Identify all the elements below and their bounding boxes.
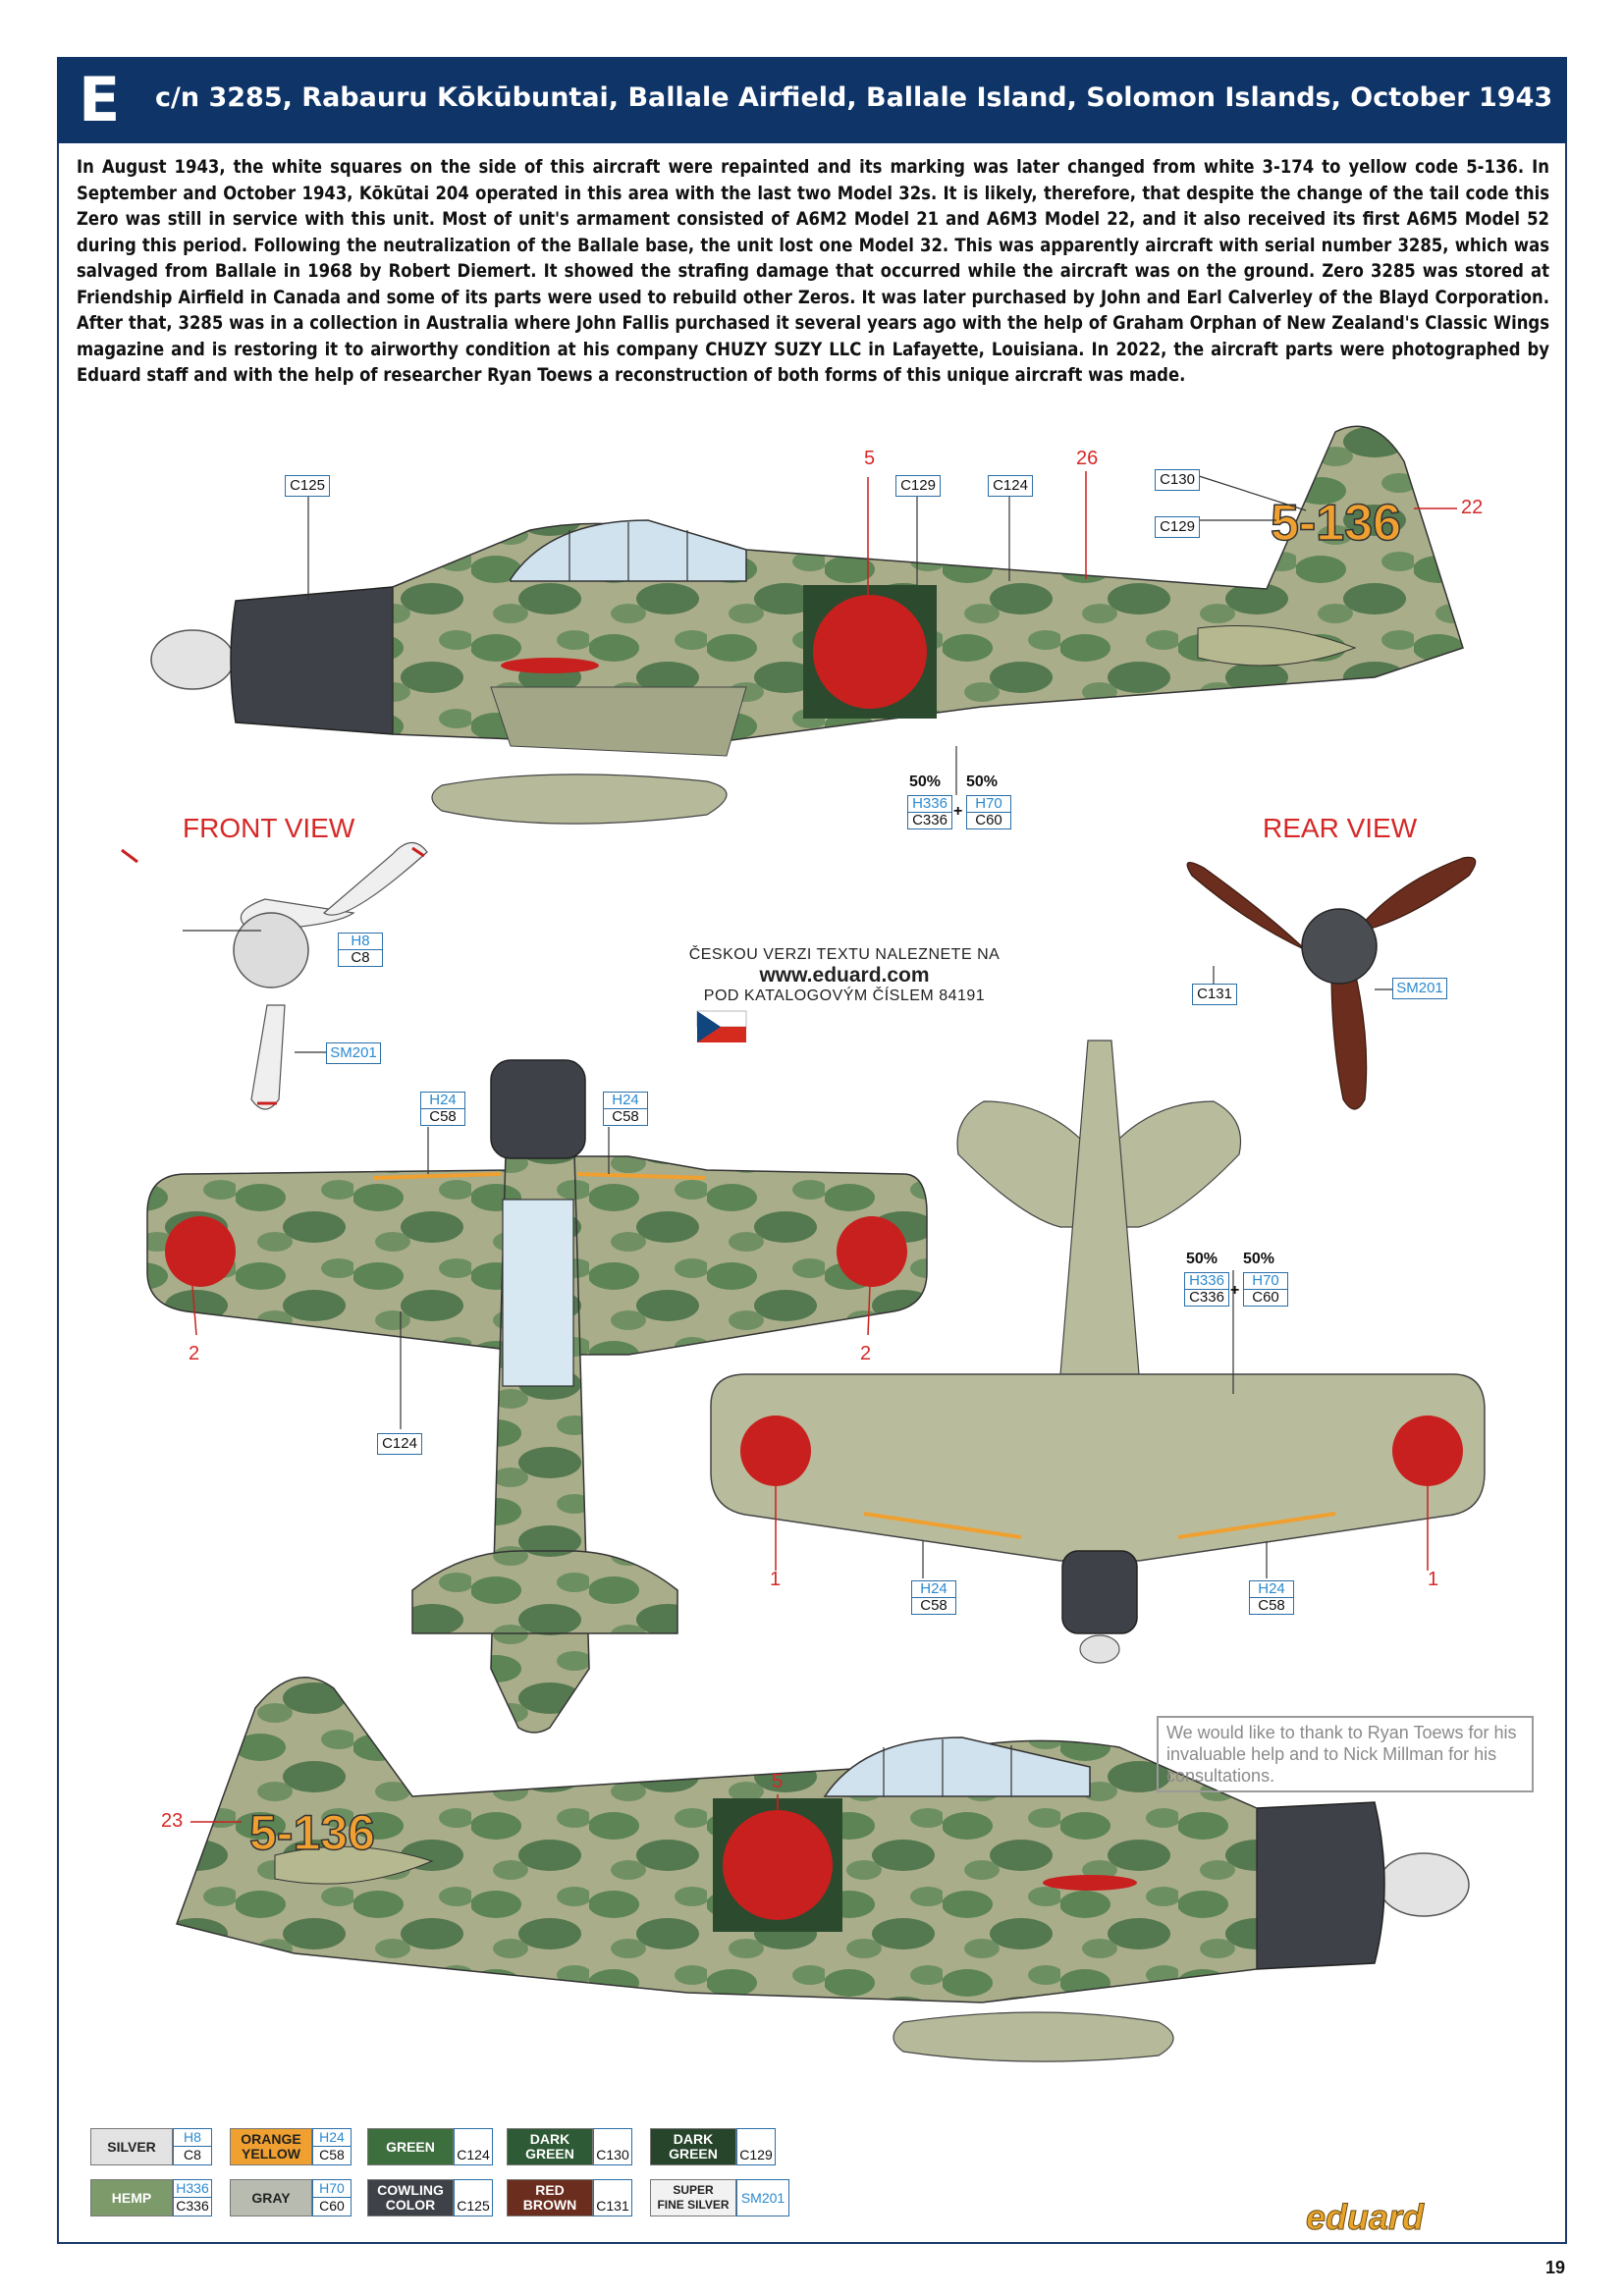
stencil-number-26: 26 [1076,448,1099,469]
stencil-number-23: 23 [161,1810,184,1832]
profile-letter: E [79,64,121,135]
tail-code-top: 5-136 [1271,495,1401,552]
callout-c125: C125 [285,475,330,497]
profile-header: E c/n 3285, Rabauru Kōkūbuntai, Ballale … [57,57,1567,143]
stencil-number-1-left: 1 [770,1569,782,1590]
leader-lines-bottom [190,1794,779,1823]
callout-lines-top [307,474,1307,795]
callout-c124-top-view: C124 [377,1433,422,1455]
legend-red-brown-code: C131 [593,2179,632,2216]
mix-percent-left-top: 50% [909,774,942,790]
czech-version-note: ČESKOU VERZI TEXTU NALEZNETE NA www.edua… [688,946,1001,1004]
front-view-label: FRONT VIEW [183,813,355,843]
profile-title: c/n 3285, Rabauru Kōkūbuntai, Ballale Ai… [155,82,1553,113]
callout-sm201-front: SM201 [326,1042,381,1064]
czech-flag-icon [696,1010,747,1042]
stencil-number-1-right: 1 [1428,1569,1439,1590]
side-profile-left [150,425,1464,825]
front-view-propeller [121,841,428,1110]
legend-dark-green-c130-code: C130 [593,2128,632,2165]
rear-view-label: REAR VIEW [1263,813,1418,843]
side-profile-right [176,1677,1470,2062]
eduard-logo: eduard [1305,2197,1425,2238]
legend-hemp: HEMP [90,2179,173,2216]
legend-green: GREEN [367,2128,454,2165]
callout-lines-center [183,930,1394,1578]
mix-plus-top: + [953,803,963,820]
mix-percent-right-bottom: 50% [1243,1251,1275,1267]
leader-lines-top [867,471,1457,595]
page-number: 19 [1545,2258,1566,2277]
callout-c131: C131 [1192,984,1237,1005]
legend-dark-green-c129-code: C129 [736,2128,776,2165]
leader-lines-center [191,1285,1429,1571]
stencil-number-5-top: 5 [864,448,876,469]
legend-green-code: C124 [454,2128,493,2165]
tail-code-bottom: 5-136 [249,1805,375,1860]
legend-super-fine-silver-code: SM201 [736,2179,789,2216]
stencil-number-2-left: 2 [189,1343,200,1364]
callout-sm201-rear: SM201 [1392,978,1447,999]
callout-c129-tail: C129 [1155,516,1200,538]
rear-view-propeller [1186,856,1477,1110]
mix-plus-bottom: + [1230,1282,1240,1299]
callout-c124-top: C124 [988,475,1033,497]
acknowledgement-box: We would like to thank to Ryan Toews for… [1157,1716,1534,1792]
callout-c130: C130 [1155,469,1200,491]
profile-description: In August 1943, the white squares on the… [77,157,1549,386]
legend-cowling-code: C125 [454,2179,493,2216]
mix-percent-left-bottom: 50% [1186,1251,1218,1267]
top-view-plane [146,1059,928,1734]
stencil-number-5-bottom: 5 [772,1771,784,1792]
bottom-view-plane [710,1040,1486,1664]
stencil-number-22: 22 [1461,497,1484,518]
legend-silver: SILVER [90,2128,173,2165]
legend-gray: GRAY [230,2179,312,2216]
stencil-number-2-right: 2 [860,1343,872,1364]
mix-percent-right-top: 50% [966,774,999,790]
callout-c129-top: C129 [895,475,941,497]
